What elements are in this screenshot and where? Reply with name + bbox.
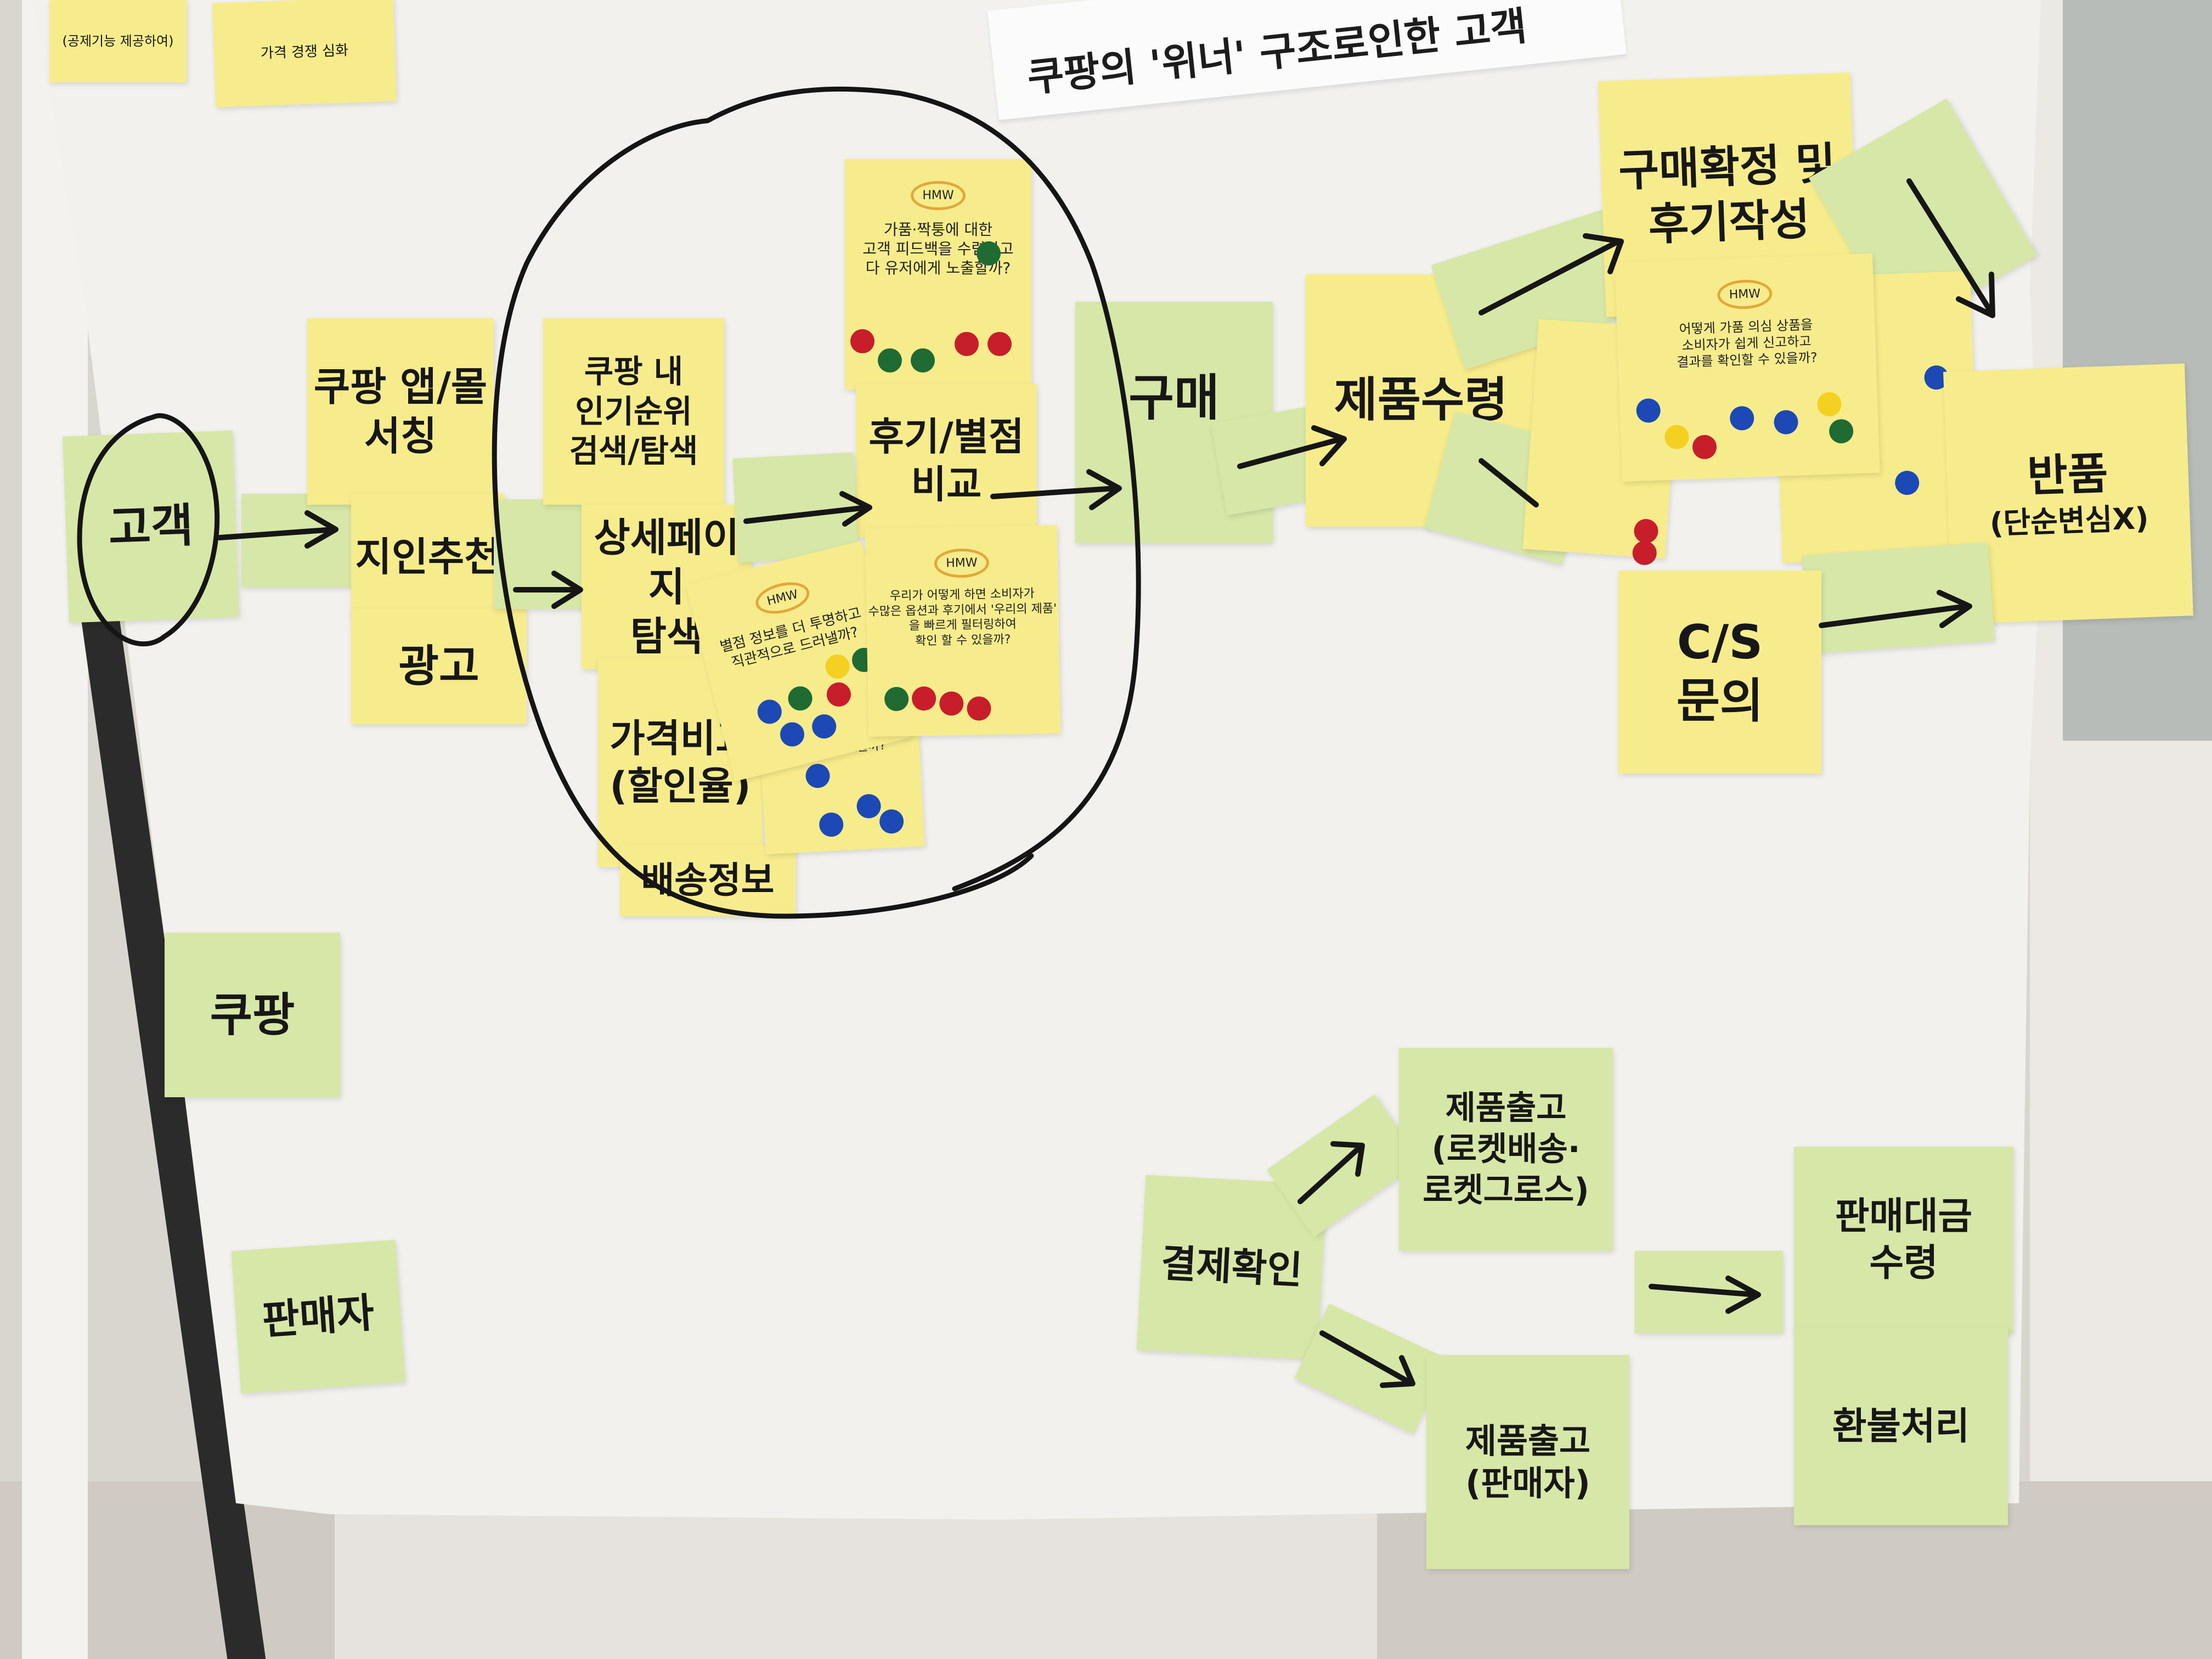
customer-circle: [77, 413, 220, 647]
note-coupang: 쿠팡: [165, 933, 340, 1097]
flow-arrow: [1479, 233, 1624, 315]
note-cs-inquiry: C/S 문의: [1618, 571, 1821, 774]
board-stand-base: [335, 1503, 1377, 1659]
flow-arrow: [990, 469, 1122, 510]
note-release-rocket: 제품출고 (로켓배송· 로켓그로스): [1399, 1048, 1613, 1251]
note-top-left-a: (공제기능 제공하여): [49, 0, 187, 82]
flow-arrow: [1906, 178, 1995, 318]
flow-arrow: [1297, 1141, 1365, 1204]
vote-dot: [988, 332, 1012, 356]
note-referral: 지인추천: [351, 494, 505, 620]
note-ad: 광고: [351, 609, 527, 724]
flow-arrow: [1819, 590, 1972, 628]
note-arrow-connector-1: [241, 494, 362, 587]
vote-dot: [977, 241, 1001, 266]
note-app-search: 쿠팡 앱/몰 서칭: [307, 318, 494, 505]
note-review-rating: 후기/별점 비교: [856, 384, 1037, 538]
vote-dot: [878, 348, 902, 373]
note-hmw-counterfeit-feedback: HMW 가품·짝퉁에 대한 고객 피드백을 수렴하고 다 유저에게 노출할까?: [845, 159, 1031, 390]
vote-dot: [850, 329, 874, 353]
note-ranking: 쿠팡 내 인기순위 검색/탐색: [543, 318, 724, 505]
note-settlement: 판매대금 수령: [1794, 1147, 2013, 1333]
exploration-circle: [492, 86, 1141, 919]
flow-arrow: [217, 510, 338, 549]
vote-dot: [911, 348, 935, 373]
note-release-seller: 제품출고 (판매자): [1426, 1355, 1629, 1569]
note-refund: 환불처리: [1794, 1328, 2008, 1525]
flow-arrow: [1237, 425, 1347, 469]
flow-arrow: [1649, 1276, 1761, 1314]
flow-arrow: [743, 491, 872, 527]
flow-arrow: [1479, 458, 1539, 507]
vote-dot: [955, 332, 979, 356]
flow-arrow: [1319, 1330, 1415, 1388]
flow-arrow: [513, 571, 583, 609]
note-shipping-info: 배송정보: [620, 845, 795, 916]
board-left-edge: [22, 0, 88, 1659]
